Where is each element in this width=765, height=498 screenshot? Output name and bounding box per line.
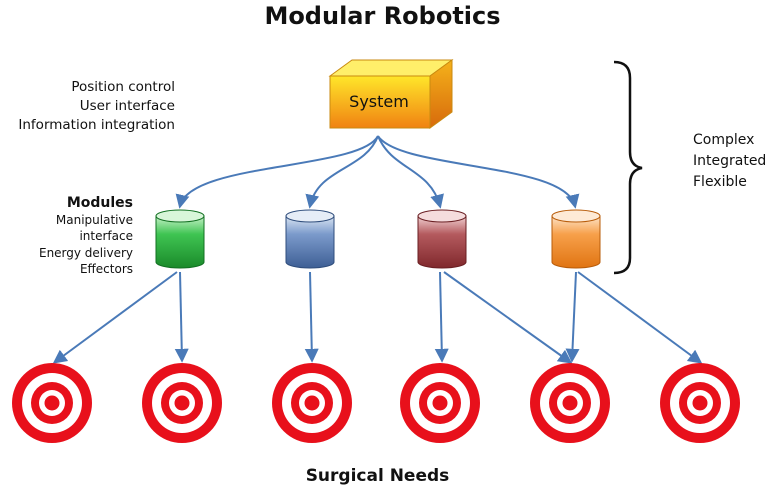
arrow-icon <box>304 271 319 363</box>
arrow-icon <box>565 271 580 363</box>
target-icon <box>12 363 92 443</box>
targets-row <box>12 363 740 443</box>
system-box-icon <box>328 59 454 129</box>
arrow-icon <box>305 135 379 209</box>
system-to-module-arrows <box>175 135 580 209</box>
module-orange <box>551 209 601 269</box>
curly-brace-icon <box>613 60 643 275</box>
surgical-needs-label: Surgical Needs <box>305 466 450 486</box>
arrow-icon <box>434 271 449 363</box>
module-function-item: Manipulative interface <box>55 212 133 244</box>
system-function-item: Position control <box>71 79 175 95</box>
property-item: Complex <box>693 132 755 148</box>
target-icon <box>272 363 352 443</box>
module-function-item: Effectors <box>79 262 133 276</box>
cylinder-icon <box>551 215 601 269</box>
arrow-icon <box>377 135 580 209</box>
module-blue <box>285 209 335 269</box>
arrow-icon <box>52 271 178 364</box>
target-icon <box>530 363 610 443</box>
system-label: System <box>349 92 409 111</box>
modules-description: Modules Manipulative interface Energy de… <box>0 195 133 278</box>
module-red <box>417 209 467 269</box>
system-functions: Position control User interface Informat… <box>18 78 175 135</box>
target-icon <box>142 363 222 443</box>
modules-heading: Modules <box>66 195 133 211</box>
arrow-icon <box>443 271 573 364</box>
arrow-icon <box>377 135 444 209</box>
property-item: Integrated <box>693 153 765 169</box>
target-icon <box>660 363 740 443</box>
module-to-target-arrows <box>52 271 703 364</box>
arrow-icon <box>577 271 703 364</box>
system-function-item: Information integration <box>18 117 175 133</box>
cylinder-icon <box>417 215 467 269</box>
system-function-item: User interface <box>79 98 175 114</box>
cylinder-icon <box>285 215 335 269</box>
arrow-icon <box>175 135 379 209</box>
module-function-item: Energy delivery <box>38 245 133 260</box>
arrow-icon <box>174 271 189 363</box>
target-icon <box>400 363 480 443</box>
diagram-title: Modular Robotics <box>264 2 501 30</box>
property-item: Flexible <box>693 174 747 190</box>
system-properties: Complex Integrated Flexible <box>693 130 765 193</box>
cylinder-icon <box>155 215 205 269</box>
module-green <box>155 209 205 269</box>
